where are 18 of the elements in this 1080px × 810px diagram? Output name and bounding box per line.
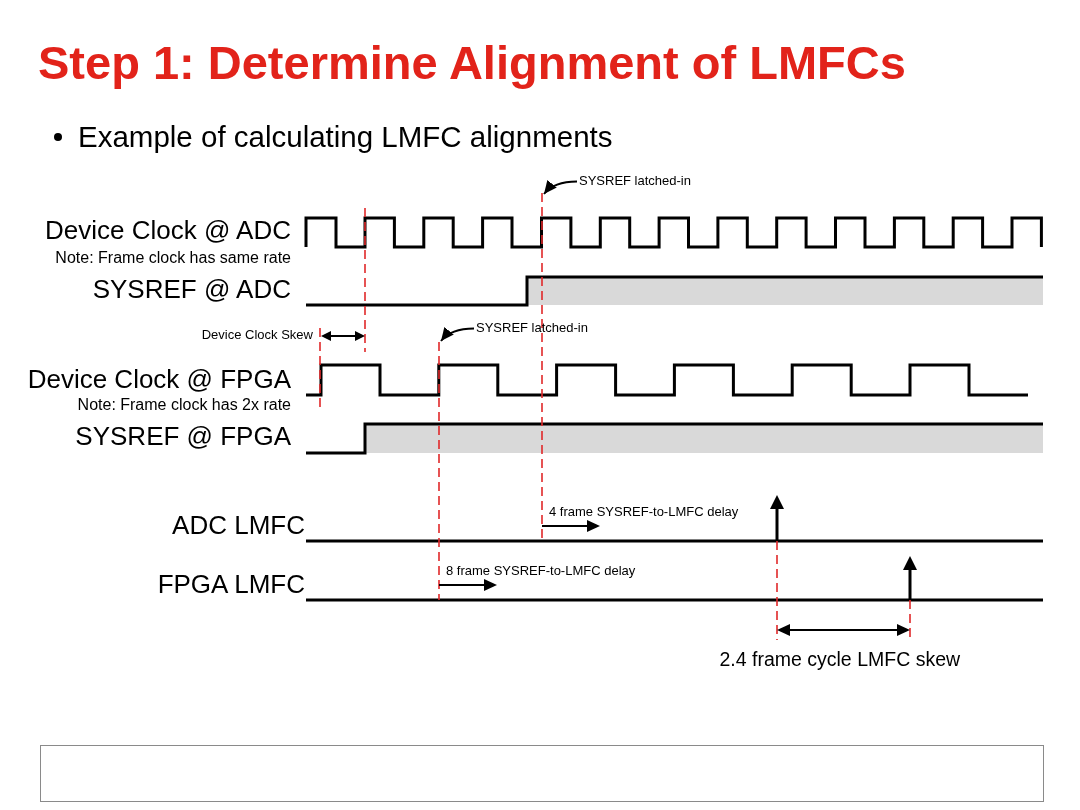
delay-label: 4 frame SYSREF-to-LMFC delay <box>549 505 739 520</box>
signal-label: Device Clock @ FPGA <box>27 364 291 395</box>
signal-label: SYSREF @ FPGA <box>75 421 291 452</box>
signal-label: SYSREF @ ADC <box>92 275 291 305</box>
note-text: Note: Frame clock has same rate <box>55 249 291 268</box>
signal-label: ADC LMFC <box>172 511 305 541</box>
callout-label: SYSREF latched-in <box>579 174 691 189</box>
signal-label: Device Clock @ ADC <box>45 216 291 246</box>
dimension-label: Device Clock Skew <box>201 328 313 343</box>
slide-title: Step 1: Determine Alignment of LMFCs <box>38 35 906 90</box>
bullet-text: Example of calculating LMFC alignments <box>78 119 613 154</box>
callout-label: SYSREF latched-in <box>476 321 588 336</box>
dimension-label: 2.4 frame cycle LMFC skew <box>719 647 961 670</box>
leader-arrow <box>543 180 578 195</box>
delay-label: 8 frame SYSREF-to-LMFC delay <box>446 564 636 579</box>
leader-arrow <box>440 327 475 342</box>
signal-label: FPGA LMFC <box>157 569 305 600</box>
note-text: Note: Frame clock has 2x rate <box>77 395 291 415</box>
